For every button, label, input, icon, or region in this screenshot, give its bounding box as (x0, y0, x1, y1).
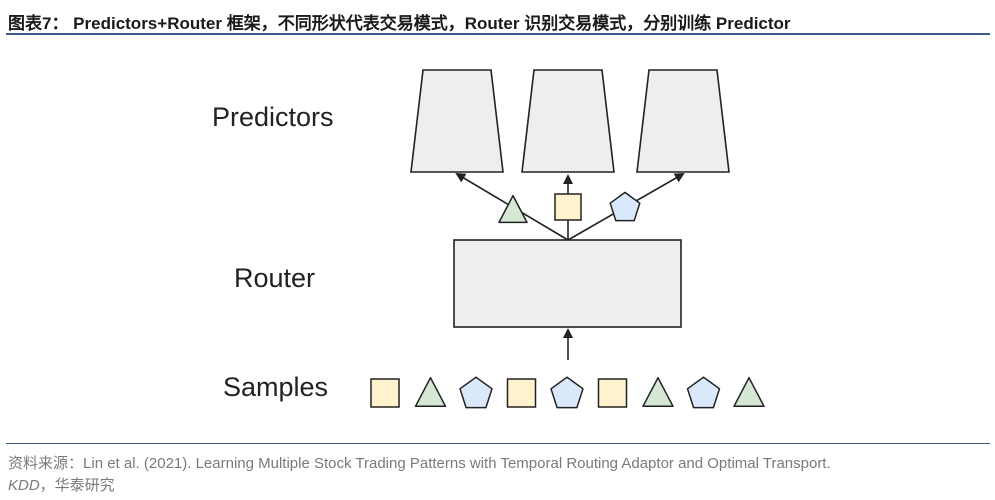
source-citation: Lin et al. (2021). Learning Multiple Sto… (83, 455, 831, 472)
predictor-2 (521, 69, 615, 173)
router-label: Router (234, 263, 315, 293)
sample-square-6 (597, 378, 628, 408)
router-box (453, 239, 682, 328)
sample-pentagon-8 (686, 376, 721, 409)
source-org-suffix: ，华泰研究 (39, 477, 115, 494)
predictors-label: Predictors (212, 102, 334, 132)
source-venue: KDD (8, 477, 40, 494)
source-note: 资料来源：Lin et al. (2021). Learning Multipl… (8, 452, 831, 473)
sample-pentagon-3 (459, 376, 493, 409)
header-divider (6, 33, 990, 35)
sample-pentagon-5 (550, 376, 584, 409)
sample-triangle-2 (414, 376, 447, 408)
footer-divider (6, 443, 990, 444)
sample-square-4 (506, 378, 537, 408)
predictor-1 (410, 69, 504, 173)
sample-square-1 (370, 378, 400, 408)
routed-pentagon-3 (609, 191, 641, 222)
figure-title: 图表7： Predictors+Router 框架，不同形状代表交易模式，Rou… (8, 14, 791, 33)
predictors-router-diagram: Predictors Router Samples (212, 69, 765, 409)
sample-triangle-7 (642, 376, 674, 408)
predictor-3 (636, 69, 730, 173)
samples-label: Samples (223, 372, 328, 402)
source-org: KDD，华泰研究 (8, 474, 115, 495)
source-label: 资料来源： (8, 455, 84, 472)
routed-triangle-1 (498, 194, 528, 224)
routed-square-2 (554, 193, 582, 221)
sample-triangle-9 (733, 376, 765, 408)
